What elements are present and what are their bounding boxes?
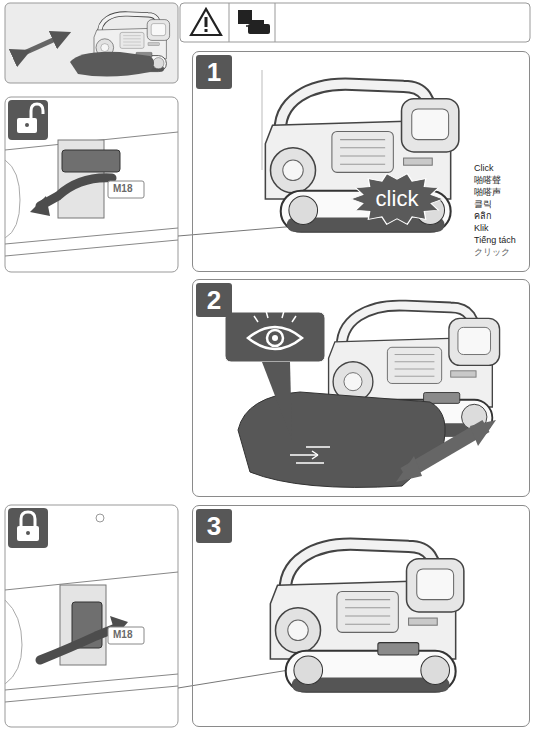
step-number: 1	[196, 55, 232, 89]
warning-bar-part	[248, 24, 270, 34]
zoom-lock-part	[21, 512, 35, 526]
warning-bar-part	[205, 29, 208, 32]
starburst-shape	[351, 174, 443, 225]
zoom-unlock-part	[25, 123, 29, 127]
warning-bar-part	[238, 10, 252, 24]
zoom-lock-part	[26, 531, 30, 535]
step2-sander-part	[272, 335, 278, 341]
step2-sander-part	[470, 420, 496, 446]
warning-bar-part	[252, 20, 264, 25]
click-translation: คลิก	[474, 211, 491, 221]
warning-bar-part	[191, 9, 221, 35]
zoom-lock-part	[17, 526, 39, 541]
step2-sander-part	[225, 312, 325, 362]
zoom-unlock-part	[5, 132, 178, 256]
step-number: 2	[196, 283, 232, 317]
thumbnail-part	[5, 3, 178, 83]
zoom-lock-part	[5, 505, 178, 727]
zoom-lock-part	[108, 627, 144, 644]
step3-sander-part	[270, 544, 464, 692]
zoom-unlock-part	[31, 104, 43, 118]
zoom-unlock-part	[40, 178, 112, 206]
warning-bar	[180, 3, 530, 42]
click-translation: 클릭	[474, 199, 492, 209]
step2-sander-part	[290, 447, 330, 463]
click-starburst: click	[351, 173, 443, 225]
click-text: click	[376, 188, 419, 210]
warning-bar-part	[205, 17, 208, 27]
zoom-lock-part	[5, 572, 178, 702]
zoom-unlock-part	[108, 181, 144, 198]
step2-sander-part	[396, 456, 422, 482]
model-badge: M18	[113, 183, 132, 195]
zoom-lock-part	[40, 628, 116, 660]
step2-sander	[225, 306, 500, 488]
warning-bar-part	[180, 3, 530, 42]
step2-sander-part	[262, 362, 292, 440]
click-translation: クリック	[474, 247, 510, 257]
step1-sander-part	[265, 84, 459, 232]
warning-bar-part	[229, 3, 230, 42]
click-translation: Klik	[474, 223, 489, 233]
thumbnail-part	[22, 36, 62, 54]
click-translation: Click	[474, 163, 494, 173]
step-panel: 2	[192, 279, 530, 497]
model-badge: M18	[113, 629, 132, 641]
click-translation: 啪嗒声	[474, 187, 501, 197]
warning-bar-part	[275, 3, 276, 42]
step1-sander	[262, 70, 459, 232]
thumbnail-part	[70, 52, 154, 77]
zoom-unlock-part	[5, 97, 178, 272]
click-translation: 啪嗒聲	[474, 175, 501, 185]
step2-sander-part	[267, 330, 283, 346]
step2-sander-part	[238, 392, 445, 487]
step2-sander-part	[248, 327, 302, 349]
click-translation: Tiếng tách	[474, 235, 516, 245]
zoom-lock-part	[5, 600, 22, 684]
step3-sander	[270, 544, 464, 692]
zoom-lock-part	[96, 514, 104, 522]
zoom-unlock-part	[5, 160, 20, 238]
zoom-lock-part	[8, 508, 48, 548]
step-panel: 3	[192, 505, 530, 727]
step-number: 3	[196, 509, 232, 543]
thumbnail	[5, 3, 178, 83]
zoom-unlock-part	[17, 118, 37, 133]
zoom-unlock-part	[62, 150, 120, 172]
step2-sander-part	[254, 311, 296, 322]
step2-sander-part	[312, 451, 318, 459]
zoom-unlock-part	[8, 100, 48, 140]
step1-sander-part	[262, 70, 263, 170]
zoom-unlock-part	[30, 196, 50, 216]
